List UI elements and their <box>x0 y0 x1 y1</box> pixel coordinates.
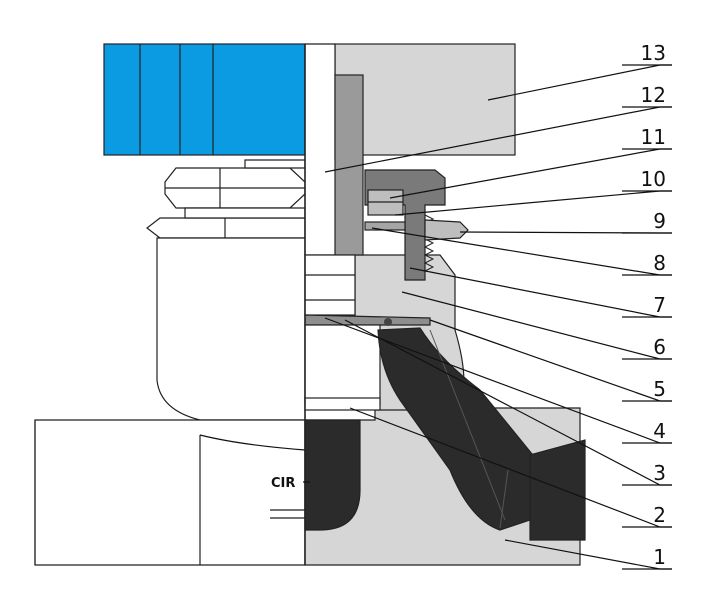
callout-label-3: 3 <box>653 461 666 485</box>
callout-label-6: 6 <box>653 335 666 359</box>
callout-label-12: 12 <box>641 83 666 107</box>
callout-label-4: 4 <box>653 419 666 443</box>
gland <box>364 221 406 231</box>
callout-label-5: 5 <box>653 377 666 401</box>
callout-label-9: 9 <box>653 209 666 233</box>
callout-label-13: 13 <box>641 41 666 65</box>
callout-label-1: 1 <box>653 545 666 569</box>
seat-bore <box>304 324 381 406</box>
valve-body-exterior <box>34 237 306 566</box>
handwheel-section <box>334 43 516 156</box>
panel-nut-section <box>424 219 469 241</box>
panel-nut-exterior <box>146 207 306 239</box>
lower-stem <box>304 254 356 316</box>
hex-nut-exterior <box>164 159 306 209</box>
callout-label-2: 2 <box>653 503 666 527</box>
callout-group: 13 12 11 10 9 8 7 6 5 4 3 2 1 <box>324 41 672 570</box>
callout-label-8: 8 <box>653 251 666 275</box>
handwheel-exterior <box>103 43 306 156</box>
outlet-port-cavity <box>304 419 361 531</box>
brand-mark: CIR <box>271 476 295 491</box>
inlet-port-cavity <box>529 439 586 541</box>
callout-label-10: 10 <box>641 167 666 191</box>
o-ring <box>384 318 392 326</box>
inlet-passage <box>377 327 546 531</box>
callout-label-11: 11 <box>641 125 666 149</box>
callout-label-7: 7 <box>653 293 666 317</box>
